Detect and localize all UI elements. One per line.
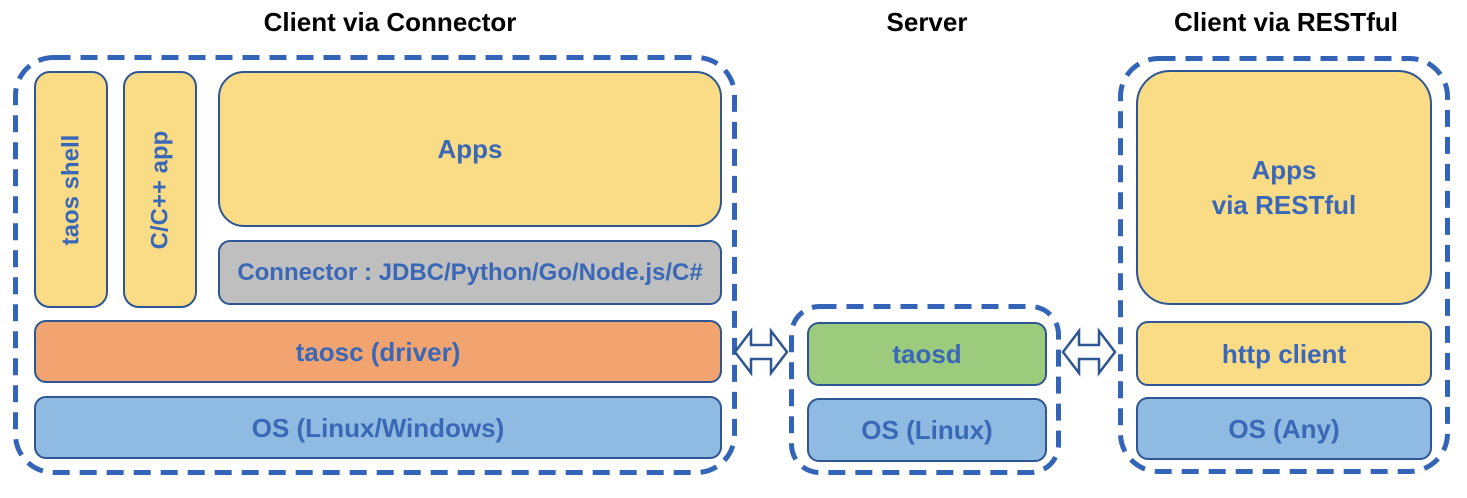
section-title-client-via-connector: Client via Connector: [263, 7, 517, 37]
client-connector-section-outline: [13, 55, 737, 475]
apps-label: Apps: [437, 134, 503, 164]
taosd-box: taosd: [807, 322, 1047, 386]
taosc-driver-label: taosc (driver): [295, 336, 461, 367]
os-linux-windows-label: OS (Linux/Windows): [251, 412, 505, 443]
taos-shell-label: taos shell: [57, 134, 84, 245]
c-cpp-app-box: C/C++ app: [123, 71, 197, 308]
apps-via-restful-label-line2: via RESTful: [1211, 189, 1357, 220]
taosc-driver-box: taosc (driver): [34, 320, 722, 383]
apps-via-restful-box: Apps via RESTful: [1136, 70, 1432, 305]
section-title-client-via-restful: Client via RESTful: [1174, 7, 1398, 37]
server-section-outline: [789, 304, 1061, 475]
http-client-box: http client: [1136, 321, 1432, 386]
os-linux-windows-box: OS (Linux/Windows): [34, 396, 722, 459]
os-any-box: OS (Any): [1136, 397, 1432, 460]
connector-label: Connector : JDBC/Python/Go/Node.js/C#: [237, 258, 703, 286]
apps-via-restful-label: Apps via RESTful: [1212, 153, 1356, 223]
taosd-label: taosd: [892, 339, 962, 369]
os-linux-box: OS (Linux): [807, 398, 1047, 462]
section-title-server: Server: [886, 7, 968, 37]
apps-box: Apps: [218, 71, 722, 227]
c-cpp-app-label: C/C++ app: [146, 130, 174, 249]
double-arrow-icon-server-restful: [1061, 327, 1117, 377]
os-any-label: OS (Any): [1228, 413, 1340, 444]
double-arrow-icon-client-server: [733, 327, 789, 377]
http-client-label: http client: [1221, 338, 1347, 369]
apps-via-restful-label-line1: Apps: [1251, 154, 1317, 185]
taos-shell-box: taos shell: [34, 71, 108, 308]
connector-box: Connector : JDBC/Python/Go/Node.js/C#: [218, 240, 722, 305]
os-linux-label: OS (Linux): [861, 415, 993, 445]
